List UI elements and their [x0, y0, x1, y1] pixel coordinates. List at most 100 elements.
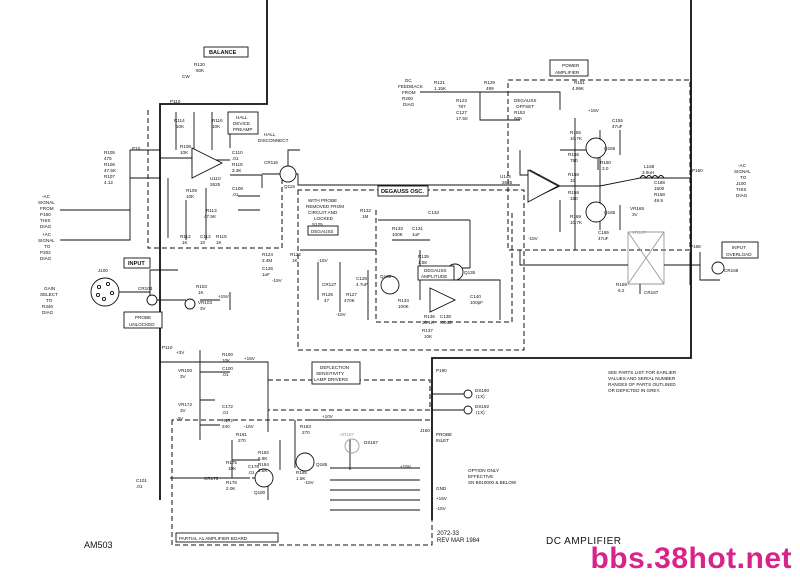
r109-label: R109 [186, 188, 197, 193]
r115-label: R115 [216, 234, 227, 239]
vr100-value: 3V [180, 374, 187, 379]
ds-wires [432, 393, 464, 411]
r175-value: 10K [228, 466, 237, 471]
ac-right-1: -AC [738, 163, 747, 168]
input-label: INPUT [128, 261, 145, 267]
r155-value: 10.7K [570, 136, 583, 141]
hall-preamp-label-1: HALL [236, 115, 248, 120]
r116-label: R116 [212, 118, 223, 123]
ac-out-3: TO [44, 244, 51, 249]
r185-value: 1.5K [296, 476, 306, 481]
r105-value: 475 [104, 156, 112, 161]
degauss-osc-outline [375, 210, 513, 323]
q155-label: Q155 [604, 146, 616, 151]
r153-label: R153 [514, 110, 525, 115]
r155-label: R155 [570, 130, 581, 135]
parts-note-3: RANGES OF PARTS OUTLINED [608, 382, 676, 387]
r133-label: R133 [392, 226, 403, 231]
q135-label: Q135 [464, 270, 476, 275]
hall-wires [262, 149, 520, 186]
option-note-3: SN B010000 & BELOW [468, 480, 517, 485]
cr116-label: CR116 [264, 160, 278, 165]
ac-right-2: SIGNAL [734, 169, 751, 174]
degauss-board-outline [297, 189, 525, 351]
r151-label: R151 [574, 80, 585, 85]
r134-value: 100K [398, 304, 410, 309]
c101-label: C101 [136, 478, 147, 483]
minus15-label: -15V [436, 506, 447, 511]
degauss-box [307, 225, 339, 236]
c140-value: 100pF [470, 300, 483, 305]
r100-value: 10K [222, 358, 231, 363]
u110-value: 2625 [210, 182, 221, 187]
vr172-label: VR172 [178, 402, 192, 407]
rail-m15-3: -15V [272, 278, 283, 283]
gain-select-1: GAIN [44, 286, 55, 291]
with-probe-2: REMOVED FROM [306, 204, 344, 209]
c138-label: C138 [440, 314, 451, 319]
hall-disconnect-1: HALL [264, 132, 276, 137]
c168-label: C168 [654, 180, 665, 185]
with-probe-3: CIRCUIT AND [308, 210, 338, 215]
revision-block: 2072-33 REV MAR 1984 [437, 531, 479, 545]
vr103-value: 3V [200, 306, 207, 311]
r109-value: 10K [186, 194, 195, 199]
ac-out-2: SIGNAL [38, 238, 55, 243]
watermark-text: bbs.38hot.net [590, 542, 792, 575]
lamp-wires [160, 350, 420, 511]
rail-m3: -3V [176, 416, 184, 421]
rail-p15-2: +15V [218, 294, 230, 299]
degauss-offset-1: DEGAUSS [514, 98, 536, 103]
c128-value: 4.7uF [356, 282, 368, 287]
l168-label: L168 [644, 164, 655, 169]
rail-m15-4: -15V [528, 236, 539, 241]
r108-label: R108 [180, 144, 191, 149]
vr103-zener-symbol [184, 298, 196, 310]
vr187-label: VR187 [340, 432, 354, 437]
q130-label: Q130 [380, 274, 392, 279]
parts-note-2: VALUES AND SERIAL NUMBER [608, 376, 676, 381]
c126-value: 1uF [262, 272, 270, 277]
q155-transistor [585, 137, 607, 159]
rail-p15-3: +15V [588, 108, 600, 113]
r135-value: 1.5K [418, 260, 428, 265]
r169b-label: R169 [616, 282, 627, 287]
r113-value: 47.5K [204, 214, 217, 219]
r158-value: 10 [570, 178, 576, 183]
r153-value: 50K [514, 116, 523, 121]
r156-label: R156 [568, 152, 579, 157]
r132-label: R132 [360, 208, 371, 213]
r135-label: R135 [418, 254, 429, 259]
gnd-label: GND [436, 486, 447, 491]
ac-in-2: SIGNAL [38, 200, 55, 205]
r151-value: 4.99K [572, 86, 585, 91]
rail-m15-5: -15V [304, 480, 315, 485]
degauss-osc-box [377, 185, 429, 197]
j100-connector [90, 277, 120, 307]
input-overload-label-1: INPUT [732, 245, 746, 250]
j100-pin2 [105, 281, 111, 287]
component-labels: R120 50K CW R114 10K R116 10K R105 475 R… [104, 62, 739, 495]
c112-value: 10 [200, 240, 206, 245]
vr172-value: 3V [180, 408, 187, 413]
hall-preamp-label-3: PREAMP [233, 127, 252, 132]
with-probe-4: LOCKED [314, 216, 334, 221]
c176-label: C176 [248, 464, 259, 469]
vr100-label: VR100 [178, 368, 192, 373]
dc-feedback-4: R200 [402, 96, 413, 101]
c133-label: C133 [428, 210, 439, 215]
q180-transistor [254, 468, 274, 488]
r129-label: R129 [484, 80, 495, 85]
r113-label: R113 [206, 208, 217, 213]
r124-label: R124 [262, 252, 273, 257]
r172-label: R172 [222, 418, 233, 423]
frame-right-vertical [431, 0, 692, 520]
j100-pin3 [109, 290, 115, 296]
rail-p15-4: +15V [400, 464, 412, 469]
overload-wires [519, 250, 720, 294]
r112-label: R112 [180, 234, 191, 239]
power-wires [420, 91, 690, 250]
probe-unlocked-label-1: PROBE [135, 315, 151, 320]
degauss-opamp [429, 287, 457, 313]
plus15-label: +15V [436, 496, 448, 501]
